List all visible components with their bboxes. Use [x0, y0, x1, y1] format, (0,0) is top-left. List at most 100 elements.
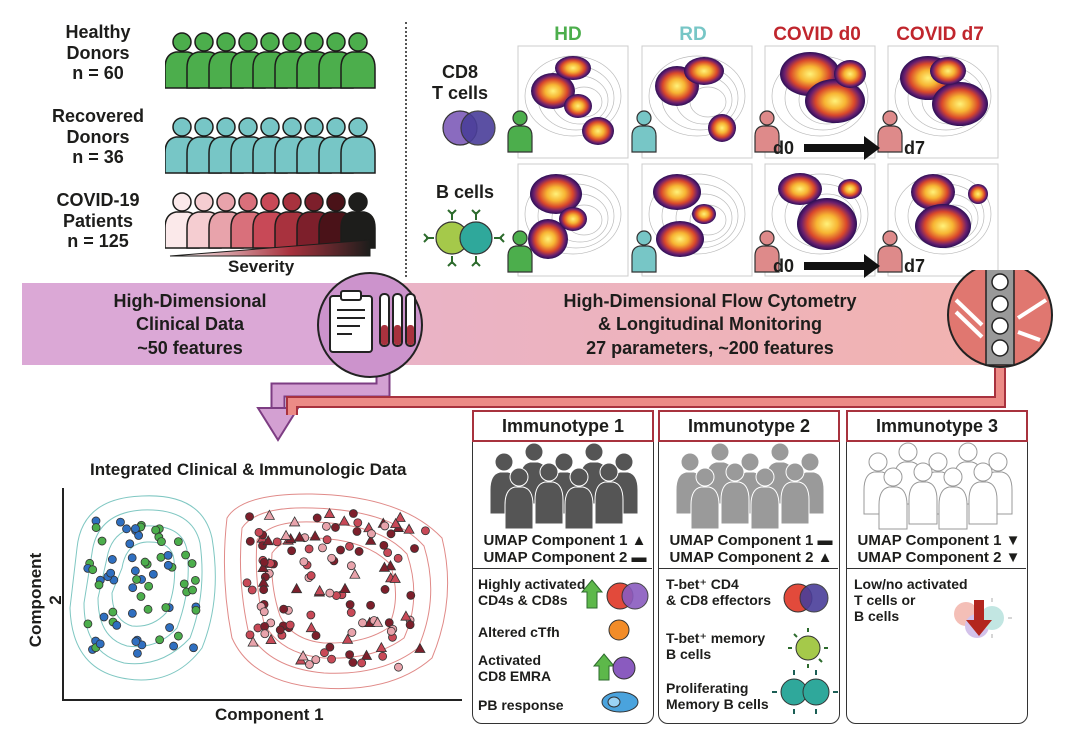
sample-point — [169, 641, 179, 651]
sample-point — [112, 620, 122, 630]
sample-point — [305, 660, 314, 669]
cohort-line: COVID-19 — [56, 190, 140, 210]
sample-point — [122, 524, 131, 534]
sample-point — [306, 571, 316, 580]
sample-point — [245, 630, 255, 640]
sample-point — [322, 521, 331, 531]
sample-point — [293, 531, 306, 542]
sample-point — [275, 625, 285, 635]
column-title-rd: RD — [679, 24, 707, 45]
crowd-person — [780, 462, 810, 525]
sample-point — [384, 560, 397, 571]
umap-line: UMAP Component 1 ▼ — [857, 532, 1021, 549]
sample-point — [257, 561, 269, 573]
y-axis-label: Component 2 — [26, 552, 65, 648]
cd8-emra-icon — [592, 653, 636, 681]
rd-person-icon — [631, 110, 657, 153]
immunotype-2-crowd — [675, 442, 825, 530]
sample-point — [389, 572, 401, 583]
sample-point — [247, 585, 257, 595]
sample-point — [345, 650, 355, 660]
sample-point — [311, 631, 321, 640]
sample-point — [371, 616, 384, 627]
sample-point — [242, 578, 252, 588]
timepoint-end-label: d7 — [904, 256, 926, 276]
sample-point — [320, 648, 329, 658]
sample-point — [133, 648, 142, 658]
feature-pb-response: PB response — [478, 697, 564, 713]
feature-line: PB response — [478, 697, 564, 713]
sample-point — [313, 584, 326, 596]
sample-point — [309, 530, 321, 541]
cohort-label-recovered: Recovered Donors n = 36 — [33, 106, 163, 168]
sample-point — [254, 527, 264, 537]
x-axis-label: Component 1 — [215, 705, 324, 724]
band-line: High-Dimensional — [113, 291, 267, 311]
sample-point — [191, 575, 200, 585]
clinical-clipboard-icon — [317, 272, 423, 378]
sample-point — [245, 536, 255, 546]
umap-line: UMAP Component 2 ▬ — [483, 549, 647, 566]
umap-line: UMAP Component 1 ▬ — [669, 532, 833, 549]
flow-data-caption: High-Dimensional Flow Cytometry & Longit… — [540, 290, 880, 360]
sample-point — [155, 635, 165, 645]
cohort-label-healthy: Healthy Donors n = 60 — [33, 22, 163, 84]
flow-data-band — [352, 283, 992, 365]
density-plot-b-d0 — [764, 163, 876, 277]
crowd-person — [938, 467, 968, 530]
immunotype-2-title: Immunotype 2 — [658, 410, 840, 442]
sample-point — [99, 612, 109, 622]
sample-point — [403, 523, 415, 534]
sample-point — [346, 561, 356, 571]
person-figure — [340, 32, 376, 89]
sample-point — [297, 650, 309, 661]
sample-point — [108, 607, 118, 617]
sample-point — [366, 600, 375, 610]
sample-point — [245, 512, 254, 522]
integrated-plot-title: Integrated Clinical & Immunologic Data — [90, 460, 407, 479]
umap-separator — [472, 568, 652, 569]
d7-person-icon — [877, 110, 903, 153]
sample-point — [386, 626, 396, 636]
feature-tbet-effectors: T-bet⁺ CD4 & CD8 effectors — [666, 576, 771, 608]
sample-point — [285, 620, 295, 630]
column-title-covid-d0: COVID d0 — [773, 24, 861, 45]
covid-patient-figures — [165, 192, 376, 249]
row-label-cd8: CD8 T cells — [425, 62, 495, 104]
immunotype-1-umap: UMAP Component 1 ▲ UMAP Component 2 ▬ — [480, 532, 650, 566]
sample-point — [299, 557, 309, 567]
flow-cytometer-icon — [947, 270, 1053, 368]
covid-sample-points — [242, 507, 430, 672]
density-plot-cd8-d7 — [887, 45, 999, 159]
cohort-line: Donors — [66, 126, 130, 147]
sample-point — [380, 585, 390, 594]
timepoint-end-label: d7 — [904, 138, 926, 158]
cohort-label-covid: COVID-19 Patients n = 125 — [33, 190, 163, 252]
sample-point — [247, 636, 259, 647]
band-line: ~50 features — [137, 337, 243, 358]
sample-point — [259, 607, 269, 617]
umap-separator — [658, 568, 838, 569]
cohort-line: Recovered — [51, 106, 145, 126]
feature-line: Highly activated — [478, 576, 586, 592]
crowd-person — [878, 467, 908, 530]
sample-point — [352, 527, 362, 536]
feature-line: T cells or — [854, 592, 916, 608]
sample-point — [290, 582, 303, 594]
sample-point — [311, 655, 321, 665]
sample-point — [127, 608, 137, 618]
sample-point — [143, 604, 153, 614]
sample-point — [173, 537, 183, 547]
cohort-line: n = 36 — [72, 147, 124, 168]
sample-point — [127, 553, 137, 563]
recovered-donor-figures — [165, 117, 376, 174]
sample-point — [325, 642, 335, 652]
feature-line: Proliferating — [666, 680, 749, 696]
timepoint-start-label: d0 — [773, 256, 795, 276]
healthy-sample-points — [83, 516, 201, 658]
cohort-line: Donors — [66, 42, 130, 63]
crowd-person — [594, 462, 624, 525]
crowd-person — [720, 462, 750, 525]
sample-point — [179, 579, 189, 589]
sample-point — [346, 608, 356, 617]
